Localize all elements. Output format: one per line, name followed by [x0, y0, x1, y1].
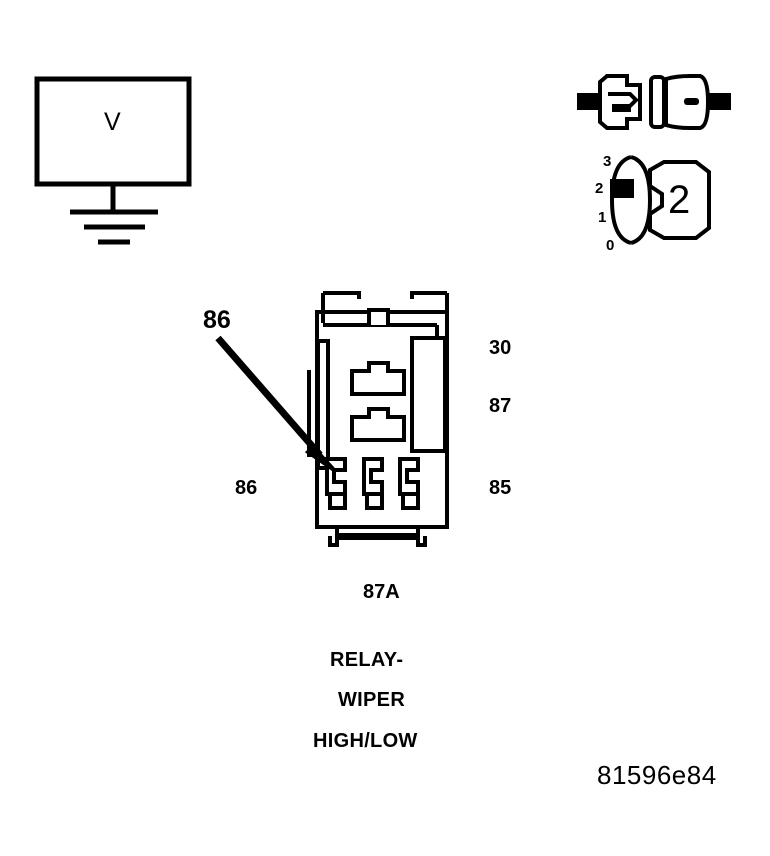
figure-id: 81596e84: [597, 760, 717, 790]
connector-assembly: [577, 74, 731, 130]
dial-tick-3: 3: [603, 153, 612, 170]
dial-tick-0: 0: [606, 237, 615, 254]
voltmeter-symbol: [34, 76, 192, 213]
pin-label-85: 85: [489, 477, 512, 499]
callout-leader-arrow: [215, 335, 336, 472]
voltmeter-symbol-text: V: [104, 108, 122, 136]
relay-name-line-1: RELAY-: [330, 649, 404, 671]
dial-selected-value: 2: [668, 178, 691, 222]
rotary-dial[interactable]: [609, 155, 711, 245]
pin-label-87: 87: [489, 395, 512, 417]
relay-name-line-2: WIPER: [338, 689, 406, 711]
pin-label-87a: 87A: [363, 581, 400, 603]
relay-socket: [307, 291, 449, 547]
callout-label-86: 86: [203, 306, 231, 334]
relay-name-line-3: HIGH/LOW: [313, 730, 418, 752]
ground-symbol: [70, 209, 158, 245]
pin-label-86: 86: [235, 477, 258, 499]
dial-tick-1: 1: [598, 209, 607, 226]
pin-label-30: 30: [489, 337, 512, 359]
dial-tick-2: 2: [595, 180, 604, 197]
